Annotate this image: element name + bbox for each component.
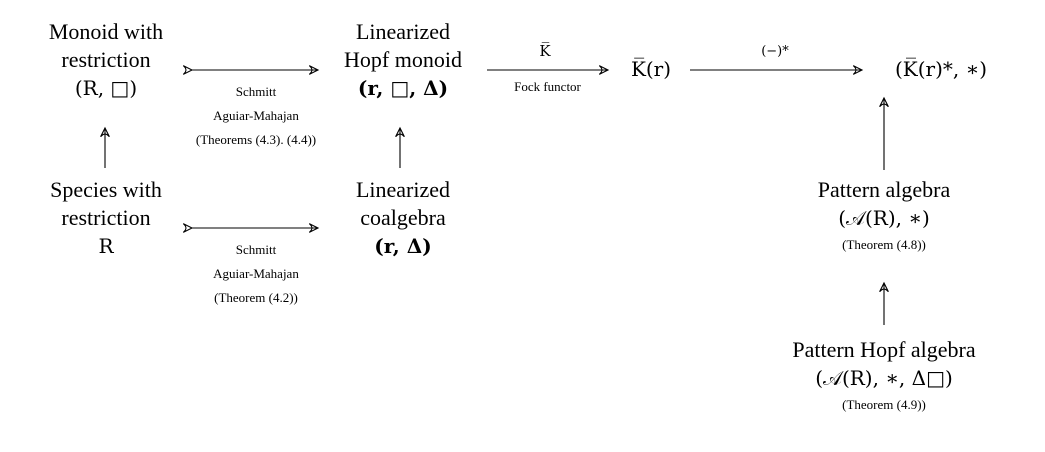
edge-label-top: Schmitt Aguiar-Mahajan (Theorems (4.3). … bbox=[195, 84, 317, 147]
node-fock-r: K̅(r) bbox=[630, 57, 672, 81]
node-pattern-algebra: Pattern algebra (𝒜(R), ∗) (Theorem (4.8)… bbox=[817, 177, 951, 252]
edge-label-bottom: Schmitt Aguiar-Mahajan (Theorem (4.2)) bbox=[213, 242, 299, 305]
edge-label-fock-functor: Fock functor bbox=[514, 79, 581, 94]
node-species: Species with restriction R bbox=[50, 177, 162, 258]
edge-label-dual: (−)* bbox=[761, 44, 789, 59]
edge-label-fock-symbol: K̅ bbox=[539, 42, 551, 60]
node-pattern-hopf: Pattern Hopf algebra (𝒜(R), ∗, Δ□) (Theo… bbox=[792, 337, 976, 412]
node-monoid: Monoid with restriction (R, □) bbox=[48, 19, 164, 100]
node-coalgebra: Linearized coalgebra (r, Δ) bbox=[355, 177, 451, 258]
node-hopf-monoid: Linearized Hopf monoid (r, □, Δ) bbox=[344, 19, 462, 100]
node-dual: (K̅(r)*, ∗) bbox=[894, 57, 988, 81]
